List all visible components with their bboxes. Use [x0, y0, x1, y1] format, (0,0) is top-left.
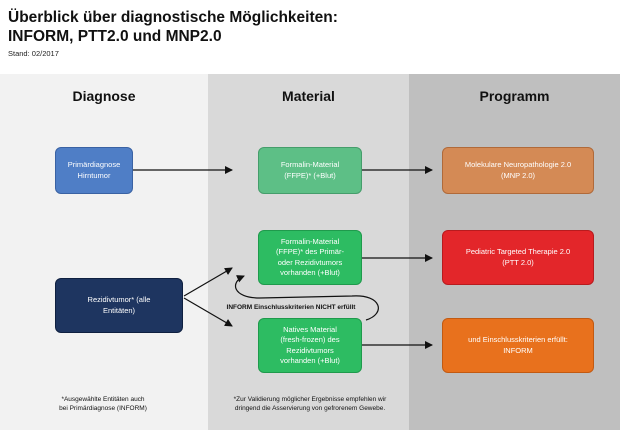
- box-mnp-line1: Molekulare Neuropathologie 2.0: [464, 160, 572, 169]
- box-natives-line3: Rezidivtumors: [286, 345, 334, 355]
- arrow-rezidiv-formalin2: [183, 267, 233, 297]
- loop-arrow-inform-not-met: [234, 275, 379, 321]
- column-header-diagnose: Diagnose: [72, 88, 136, 104]
- box-inform-line1: und Einschlusskriterien erfüllt:: [468, 335, 568, 344]
- box-mnp: Molekulare Neuropathologie 2.0 (MNP 2.0): [442, 147, 594, 194]
- box-inform-line2: INFORM: [503, 345, 533, 355]
- box-formalin-material: Formalin-Material (FFPE)* (+Blut): [258, 147, 362, 194]
- box-formalin1-line2: (FFPE)* (+Blut): [284, 170, 336, 180]
- title-line-1: Überblick über diagnostische Möglichkeit…: [8, 9, 338, 26]
- box-natives-line1: Natives Material: [283, 324, 337, 334]
- box-ptt-line1: Pediatric Targeted Therapie 2.0: [465, 247, 571, 256]
- title-line-2: INFORM, PTT2.0 und MNP2.0: [8, 28, 222, 45]
- box-primaer-line2: Hirntumor: [77, 170, 111, 180]
- box-natives-line4: vorhanden (+Blut): [280, 356, 340, 365]
- box-primaerdiagnose: Primärdiagnose Hirntumor: [55, 147, 133, 194]
- box-ptt-line2: (PTT 2.0): [502, 257, 534, 267]
- page-title: Überblick über diagnostische Möglichkeit…: [8, 8, 338, 46]
- box-inform: und Einschlusskriterien erfüllt: INFORM: [442, 318, 594, 373]
- box-formalin2-line4: vorhanden (+Blut): [280, 268, 340, 277]
- footnote-middle: *Zur Validierung möglicher Ergebnisse em…: [210, 395, 410, 413]
- box-rezidiv-line1: Rezidivtumor* (alle: [87, 295, 151, 304]
- box-formalin2-line3: oder Rezidivtumors: [277, 257, 343, 267]
- column-header-material: Material: [282, 88, 335, 104]
- column-diagnose: [0, 74, 208, 430]
- footnote-mid-line2: dringend die Asservierung von gefrorenem…: [234, 405, 386, 412]
- box-mnp-line2: (MNP 2.0): [500, 170, 536, 180]
- box-natives-line2: (fresh-frozen) des: [280, 335, 340, 344]
- loop-label: INFORM Einschlusskriterien NICHT erfüllt: [226, 304, 356, 311]
- box-formalin2-line2: (FFPE)* des Primär-: [276, 247, 344, 256]
- box-formalin2-line1: Formalin-Material: [280, 236, 340, 246]
- footnote-left-line1: *Ausgewählte Entitäten auch: [61, 396, 145, 403]
- box-rezidivtumor: Rezidivtumor* (alle Entitäten): [55, 278, 183, 333]
- stand-date: Stand: 02/2017: [8, 49, 59, 58]
- footnote-mid-line1: *Zur Validierung möglicher Ergebnisse em…: [233, 396, 387, 403]
- box-primaer-line1: Primärdiagnose: [67, 160, 121, 169]
- box-ptt: Pediatric Targeted Therapie 2.0 (PTT 2.0…: [442, 230, 594, 285]
- footnote-left-line2: bei Primärdiagnose (INFORM): [59, 405, 147, 412]
- column-header-programm: Programm: [479, 88, 550, 104]
- box-formalin1-line1: Formalin-Material: [280, 160, 340, 169]
- box-rezidiv-line2: Entitäten): [102, 305, 136, 315]
- footnote-left: *Ausgewählte Entitäten auch bei Primärdi…: [28, 395, 178, 413]
- box-formalin-material-rezidiv: Formalin-Material (FFPE)* des Primär- od…: [258, 230, 362, 285]
- box-natives-material: Natives Material (fresh-frozen) des Rezi…: [258, 318, 362, 373]
- arrow-rezidiv-natives: [183, 297, 233, 327]
